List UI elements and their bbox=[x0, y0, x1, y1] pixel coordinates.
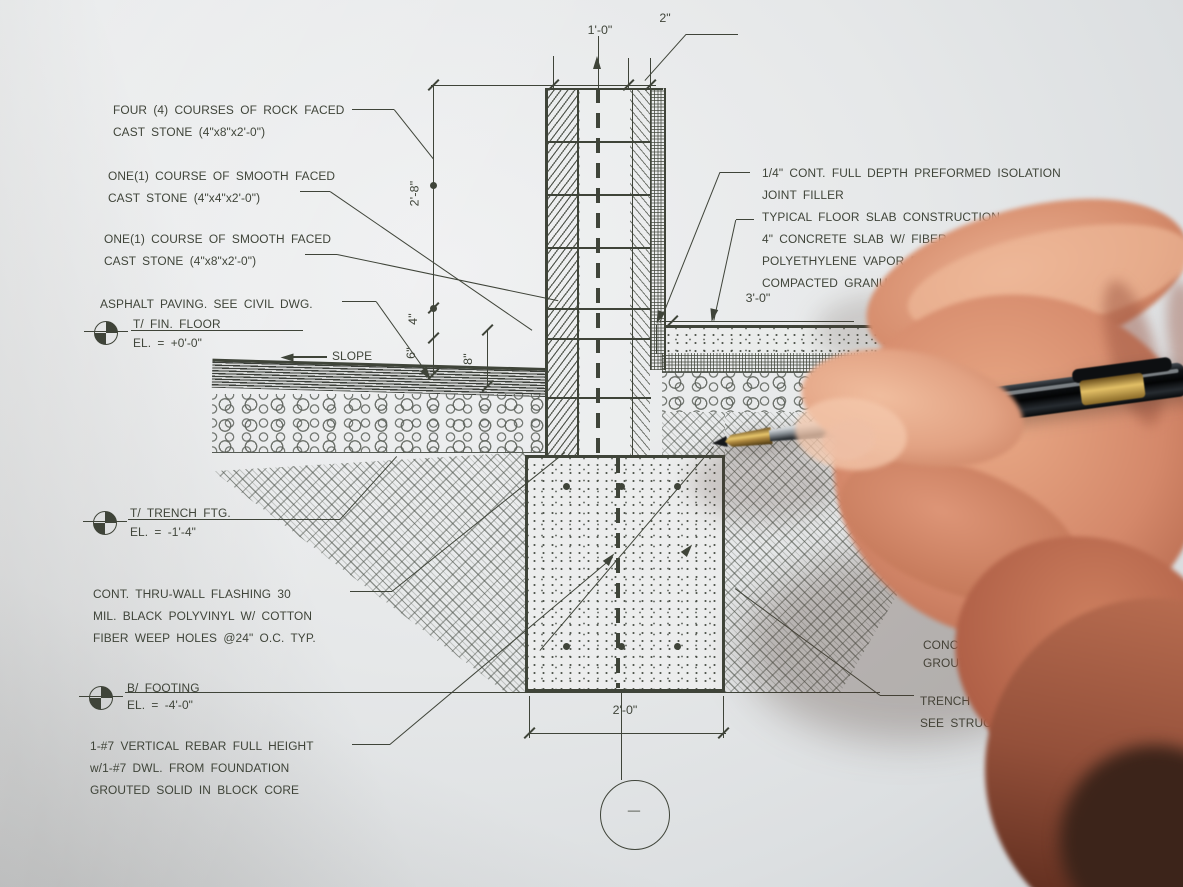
wall-mesh-strip bbox=[650, 88, 666, 370]
elevation-rule bbox=[131, 330, 303, 332]
cast-stone-facing bbox=[545, 88, 580, 455]
callout-smooth-4x8: ONE(1) COURSE OF SMOOTH FACED bbox=[104, 232, 332, 246]
rebar-dot bbox=[563, 643, 570, 650]
leader-line bbox=[342, 301, 376, 303]
elevation-footing-name: B/ FOOTING bbox=[127, 681, 200, 695]
elevation-marker-icon bbox=[94, 321, 118, 345]
callout-rebar: GROUTED SOLID IN BLOCK CORE bbox=[90, 783, 300, 797]
ext-line bbox=[723, 696, 725, 738]
rebar-dot bbox=[674, 643, 681, 650]
dim-wall-height: 2'-8" bbox=[407, 180, 422, 207]
marker-axis bbox=[79, 696, 123, 698]
slope-label: SLOPE bbox=[332, 349, 373, 363]
leader-line bbox=[736, 219, 754, 221]
dim-top-width: 1'-0" bbox=[587, 23, 613, 37]
callout-flashing: CONT. THRU-WALL FLASHING 30 bbox=[93, 587, 291, 601]
elevation-rule bbox=[125, 692, 880, 694]
marker-axis bbox=[84, 331, 128, 333]
elevation-trench-name: T/ TRENCH FTG. bbox=[130, 506, 231, 520]
leader-line-2in bbox=[686, 34, 738, 36]
pen-tip bbox=[711, 436, 727, 449]
dim-node bbox=[430, 305, 437, 312]
dim-line-8in bbox=[487, 330, 489, 387]
elevation-fin-floor-value: EL. = +0'-0" bbox=[133, 336, 202, 350]
callout-rebar: 1-#7 VERTICAL REBAR FULL HEIGHT bbox=[90, 739, 314, 753]
cmu-wall-core bbox=[577, 88, 633, 455]
slope-arrow-shaft bbox=[293, 356, 327, 358]
leader-line bbox=[305, 254, 337, 256]
ext-line bbox=[553, 56, 555, 88]
leader-line bbox=[659, 172, 721, 323]
elevation-fin-floor-name: T/ FIN. FLOOR bbox=[133, 317, 221, 331]
dim-node bbox=[430, 182, 437, 189]
gravel-base-left bbox=[212, 394, 546, 453]
inner-wythe-hatch bbox=[630, 88, 650, 455]
leader-line bbox=[720, 172, 750, 174]
section-arrow bbox=[593, 56, 601, 69]
detail-bubble bbox=[600, 780, 670, 850]
concrete-slab bbox=[662, 325, 907, 356]
elevation-trench-value: EL. = -1'-4" bbox=[130, 525, 196, 539]
leader-line bbox=[880, 695, 914, 697]
callout-asphalt: ASPHALT PAVING. SEE CIVIL DWG. bbox=[100, 297, 313, 311]
earth-hatch-left bbox=[213, 452, 527, 692]
dim-4in: 4" bbox=[406, 313, 420, 325]
callout-flashing: FIBER WEEP HOLES @24" O.C. TYP. bbox=[93, 631, 316, 645]
dim-line-top bbox=[431, 85, 656, 87]
leader-line bbox=[713, 219, 737, 321]
rebar-dot bbox=[618, 643, 625, 650]
wall-top-edge bbox=[545, 88, 663, 91]
rebar-dot bbox=[563, 483, 570, 490]
leader-line bbox=[393, 109, 434, 160]
leader-line bbox=[300, 191, 330, 193]
elevation-marker-icon bbox=[93, 511, 117, 535]
callout-four-courses: CAST STONE (4"x8"x2'-0") bbox=[113, 125, 266, 139]
callout-isolation: JOINT FILLER bbox=[762, 188, 844, 202]
leader-line bbox=[350, 591, 392, 593]
marker-axis bbox=[83, 521, 127, 523]
leader-line bbox=[352, 744, 390, 746]
callout-rebar: w/1-#7 DWL. FROM FOUNDATION bbox=[90, 761, 290, 775]
callout-floor-slab: TYPICAL FLOOR SLAB CONSTRUCTION bbox=[762, 210, 1000, 224]
callout-smooth-4x4: ONE(1) COURSE OF SMOOTH FACED bbox=[108, 169, 336, 183]
elevation-footing-value: EL. = -4'-0" bbox=[127, 698, 193, 712]
footing-dowel-centerline bbox=[616, 458, 620, 688]
dim-slab-width: 3'-0" bbox=[745, 291, 771, 305]
rebar-dot bbox=[618, 483, 625, 490]
detail-bubble-mark: — bbox=[627, 803, 641, 817]
leader-line bbox=[336, 254, 559, 302]
callout-smooth-4x4: CAST STONE (4"x4"x2'-0") bbox=[108, 191, 261, 205]
callout-isolation: 1/4" CONT. FULL DEPTH PREFORMED ISOLATIO… bbox=[762, 166, 1061, 180]
trench-footing-outline bbox=[525, 455, 725, 692]
callout-four-courses: FOUR (4) COURSES OF ROCK FACED bbox=[113, 103, 345, 117]
dim-line-footing bbox=[529, 733, 726, 735]
leader-line bbox=[352, 109, 394, 111]
slope-arrow bbox=[280, 353, 294, 362]
callout-flashing: MIL. BLACK POLYVINYL W/ COTTON bbox=[93, 609, 313, 623]
dim-line-wall-height bbox=[433, 85, 435, 375]
earth-hatch-right-upper bbox=[662, 412, 725, 455]
centerline-to-bubble bbox=[621, 692, 622, 780]
pen-gold-cone bbox=[724, 427, 773, 450]
wall-centerline-dashed bbox=[596, 88, 600, 455]
elevation-marker-icon bbox=[89, 686, 113, 710]
dim-footing-width: 2'-0" bbox=[612, 703, 638, 717]
dim-line-slab bbox=[662, 321, 854, 323]
dim-8in: 8" bbox=[461, 353, 475, 365]
ext-line bbox=[529, 696, 531, 738]
asphalt-paving-layer bbox=[211, 358, 547, 397]
callout-smooth-4x8: CAST STONE (4"x8"x2'-0") bbox=[104, 254, 257, 268]
ext-line bbox=[628, 58, 630, 88]
elevation-rule bbox=[128, 519, 340, 521]
dim-top-offset: 2" bbox=[659, 11, 671, 25]
